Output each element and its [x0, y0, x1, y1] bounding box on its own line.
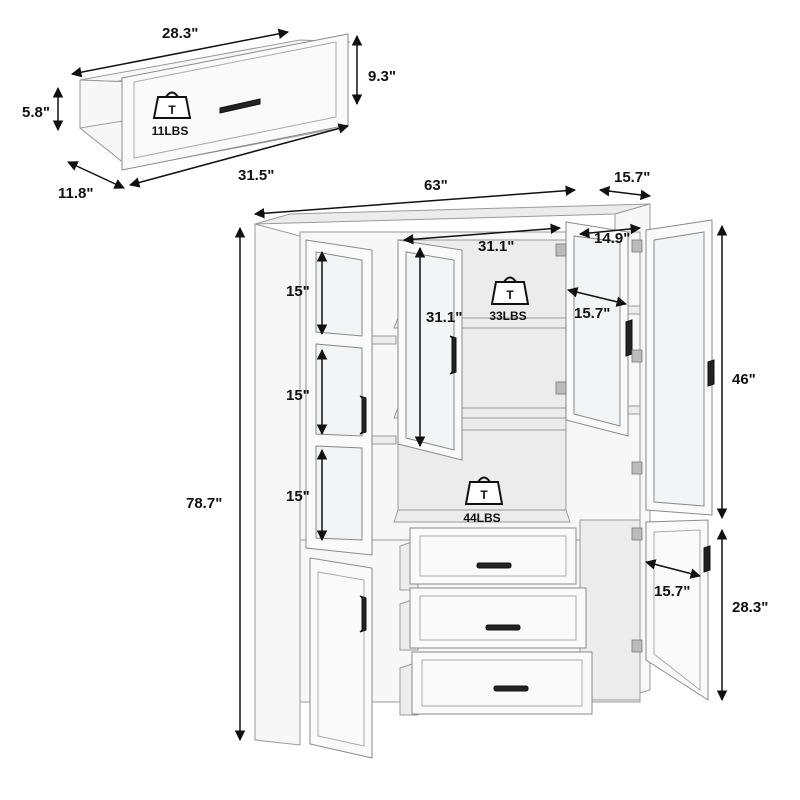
drawer-2-handle [485, 624, 521, 631]
drawer-weight-icon: T [152, 91, 192, 119]
drawer-weight-label: 11LBS [152, 124, 189, 138]
total-height-label: 78.7" [186, 495, 222, 512]
left-glass-door [305, 239, 373, 556]
drawer-depth-dimension-line [128, 123, 350, 188]
drawer-1-handle [476, 562, 512, 569]
right-glass-door [631, 219, 715, 516]
inner-width-label: 31.1" [478, 238, 514, 255]
drawer-2 [399, 587, 587, 651]
middle-weight-icon: T [464, 476, 504, 505]
drawer-3 [399, 651, 593, 716]
upper-shelf-depth-line [566, 287, 628, 307]
drawer-width-label: 28.3" [162, 25, 198, 42]
drawer-width-dimension-line [70, 28, 290, 78]
shelf-spacing-2-label: 15" [286, 387, 310, 404]
middle-shelf-load-label: 44LBS [463, 511, 500, 525]
drawer-depth-label: 31.5" [238, 167, 274, 184]
shelf-spacing-3-label: 15" [286, 488, 310, 505]
upper-weight-icon: T [490, 276, 530, 305]
total-width-line [253, 185, 577, 219]
inner-height-label: 31.1" [426, 309, 462, 326]
drawer-1 [399, 527, 577, 591]
upper-weight-icon-letter: T [506, 288, 514, 302]
middle-weight-icon-letter: T [480, 488, 488, 502]
drawer-illustration [78, 33, 351, 171]
total-depth-label: 15.7" [614, 169, 650, 186]
lower-shelf-depth-label: 15.7" [654, 583, 690, 600]
side-width-label: 14.9" [594, 230, 630, 247]
shelf-spacing-1-label: 15" [286, 283, 310, 300]
center-glass-door [397, 239, 463, 461]
upper-shelf-depth-label: 15.7" [574, 305, 610, 322]
upper-height-label: 46" [732, 371, 756, 388]
lower-shelf-depth-line [644, 559, 702, 579]
drawer-side-height-label: 5.8" [22, 104, 50, 121]
drawer-side-label: 11.8" [58, 185, 93, 202]
drawer-side-dimension-line [67, 161, 125, 189]
left-lower-door [309, 557, 373, 759]
upper-shelf-load-label: 33LBS [489, 309, 526, 323]
drawer-front-height-label: 9.3" [368, 68, 396, 85]
total-depth-line [598, 185, 652, 201]
center-right-glass-door [555, 221, 633, 437]
inner-width-line [402, 223, 562, 245]
weight-icon-letter: T [168, 103, 176, 117]
lower-height-label: 28.3" [732, 599, 768, 616]
drawer-3-handle [493, 685, 529, 692]
total-width-label: 63" [424, 177, 448, 194]
side-width-line [578, 223, 642, 239]
